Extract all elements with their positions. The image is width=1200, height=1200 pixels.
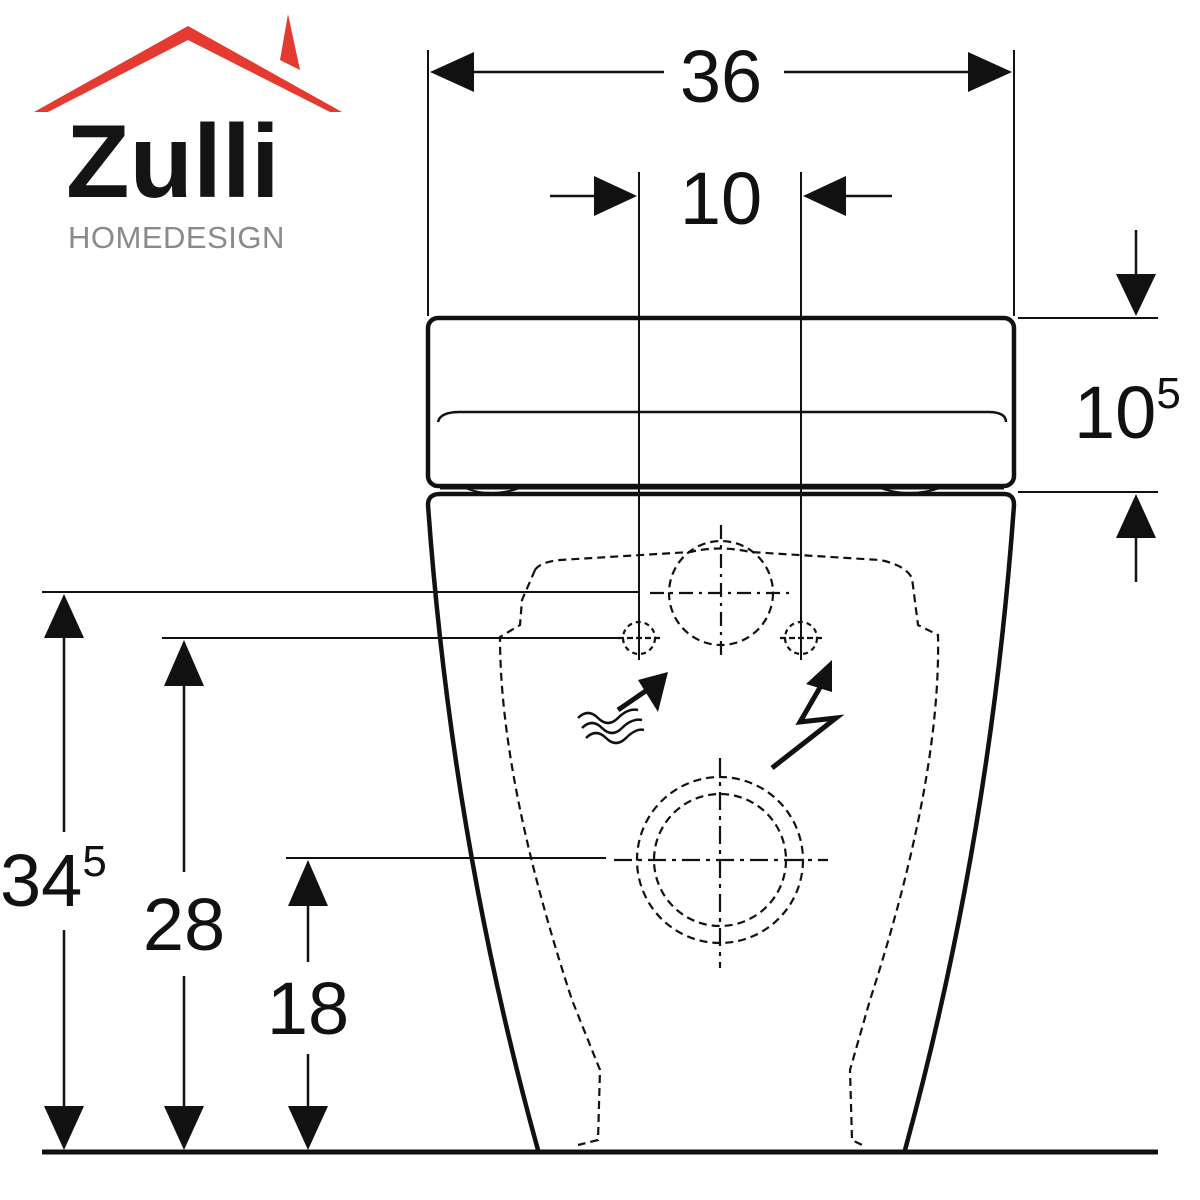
logo-name: Zulli	[66, 104, 280, 220]
dim-height-outlet: 18	[267, 857, 606, 1150]
hidden-contour	[498, 547, 940, 1147]
dim-height-top-connection: 345	[0, 591, 640, 1150]
dim-connection-spacing: 10	[550, 157, 892, 660]
top-connection	[618, 525, 822, 660]
roof-icon	[34, 26, 342, 112]
bowl-body	[425, 491, 1017, 1151]
chimney-icon	[280, 14, 300, 70]
outlet-connection	[614, 758, 828, 968]
seat-lid	[425, 315, 1017, 494]
dim-seat-height: 105	[1018, 230, 1181, 582]
dim-label-overall-width: 36	[680, 35, 762, 118]
brand-logo: Zulli HOMEDESIGN	[34, 14, 342, 255]
logo-subtitle: HOMEDESIGN	[68, 220, 285, 255]
water-supply-icon	[577, 672, 668, 745]
electric-supply-icon	[770, 660, 845, 770]
dim-label-connection-spacing: 10	[680, 157, 762, 240]
dim-label-height-top-connection: 345	[0, 837, 107, 922]
dim-height-supply: 28	[143, 637, 620, 1150]
dim-label-height-outlet: 18	[267, 967, 349, 1050]
dim-overall-width: 36	[427, 35, 1015, 316]
dim-label-seat-height: 105	[1074, 369, 1181, 454]
dim-label-height-supply: 28	[143, 883, 225, 966]
